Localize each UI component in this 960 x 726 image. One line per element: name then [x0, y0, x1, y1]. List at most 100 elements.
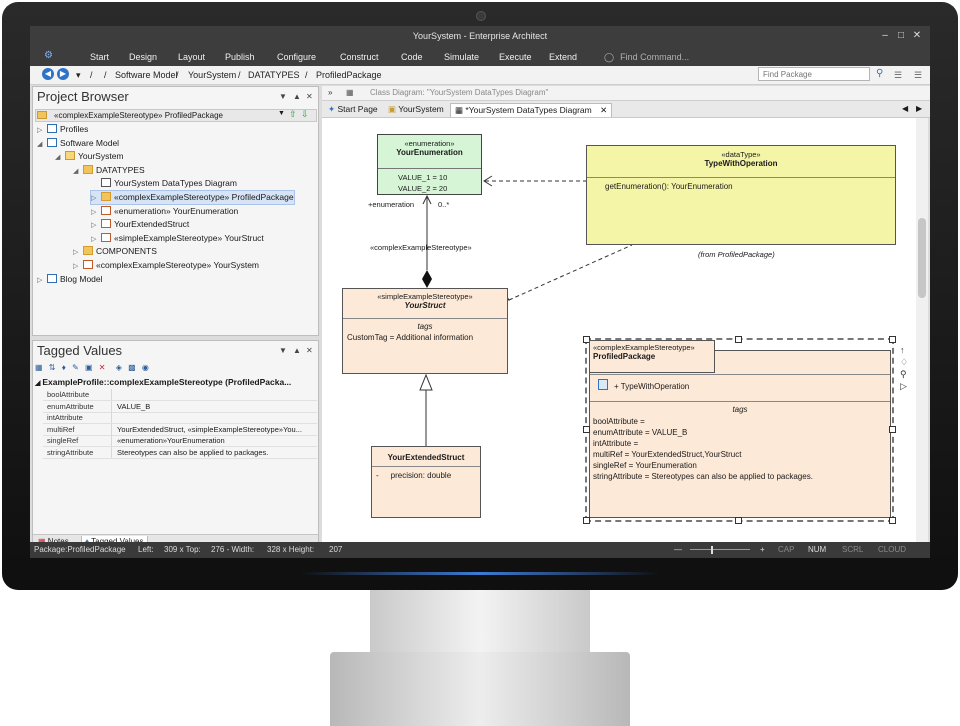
menu-design[interactable]: Design	[129, 52, 158, 62]
resize-handle[interactable]	[583, 336, 590, 343]
contained-element[interactable]: + TypeWithOperation	[598, 379, 689, 391]
tree-item[interactable]: ▷YourExtendedStruct	[91, 218, 189, 231]
chevron-down-icon[interactable]: ▼	[278, 110, 285, 117]
expand-toolbox-icon[interactable]: »	[328, 88, 333, 97]
edit-icon[interactable]: ✎	[72, 363, 79, 372]
forward-arrow-icon[interactable]: ▶	[57, 68, 69, 80]
extended-struct-element[interactable]: YourExtendedStruct -precision: double	[371, 446, 481, 518]
grid-icon[interactable]: ▦	[35, 363, 43, 372]
tagged-value-row[interactable]: intAttribute	[43, 412, 317, 424]
pin-icon[interactable]: ▲	[293, 92, 301, 101]
tagged-values-group-header[interactable]: ◢ ExampleProfile::complexExampleStereoty…	[35, 376, 317, 388]
help-icon[interactable]: ◉	[141, 363, 149, 372]
tree-item[interactable]: ▷«complexExampleStereotype» ProfiledPack…	[90, 190, 295, 205]
search-icon[interactable]: ⚲	[876, 68, 884, 79]
menu-layout[interactable]: Layout	[178, 52, 206, 62]
move-down-icon[interactable]: ⇩	[301, 109, 309, 119]
resize-handle[interactable]	[735, 517, 742, 524]
tree-item[interactable]: ▷«simpleExampleStereotype» YourStruct	[91, 232, 264, 245]
menu-start[interactable]: Start	[90, 52, 110, 62]
menu-extend[interactable]: Extend	[549, 52, 578, 62]
resize-handle[interactable]	[583, 517, 590, 524]
expand-arrow-icon[interactable]: ▷	[73, 249, 79, 257]
properties-icon[interactable]: ▣	[85, 363, 93, 372]
tree-item[interactable]: YourSystem DataTypes Diagram	[91, 177, 237, 190]
panel-dropdown-icon[interactable]: ▼	[279, 92, 287, 101]
tab-datatypes-diagram[interactable]: ▦ *YourSystem DataTypes Diagram ✕	[450, 103, 613, 117]
find-command-box[interactable]: ◯Find Command...	[604, 52, 689, 63]
tab-scroll-left-icon[interactable]: ◀	[902, 104, 909, 113]
collapse-icon[interactable]: ◢	[35, 380, 43, 387]
quick-link-arrow-icon[interactable]: ↑	[900, 345, 905, 355]
expand-arrow-icon[interactable]: ▷	[37, 127, 43, 134]
panel-close-icon[interactable]: ✕	[306, 346, 313, 355]
tree-item[interactable]: ▷«complexExampleStereotype» YourSystem	[73, 259, 259, 272]
package-selector[interactable]: «complexExampleStereotype» ProfiledPacka…	[35, 109, 317, 122]
maximize-button[interactable]: □	[897, 30, 905, 41]
tagged-value-row[interactable]: singleRef«enumeration»YourEnumeration	[43, 435, 317, 447]
tab-notes[interactable]: ▦ Notes	[35, 536, 72, 547]
expand-arrow-icon[interactable]: ▷	[91, 208, 97, 216]
tree-item[interactable]: ◢DATATYPES	[73, 164, 145, 177]
breadcrumb-profiledpackage[interactable]: ProfiledPackage	[316, 70, 382, 80]
expand-arrow-icon[interactable]: ◢	[37, 140, 43, 148]
close-window-button[interactable]: ✕	[912, 30, 922, 41]
zoom-slider-thumb[interactable]	[711, 546, 713, 554]
menu-configure[interactable]: Configure	[277, 52, 317, 62]
resize-handle[interactable]	[889, 517, 896, 524]
tree-item[interactable]: ▷«enumeration» YourEnumeration	[91, 205, 238, 218]
tree-item[interactable]: ▷COMPONENTS	[73, 245, 157, 258]
app-menu-icon[interactable]: ⚙	[44, 50, 53, 61]
scrollbar-thumb[interactable]	[918, 218, 926, 298]
minimize-button[interactable]: –	[882, 30, 888, 41]
pin-icon[interactable]: ▲	[293, 346, 301, 355]
tab-scroll-right-icon[interactable]: ▶	[916, 104, 923, 113]
menu-simulate[interactable]: Simulate	[444, 52, 480, 62]
resize-handle[interactable]	[735, 336, 742, 343]
struct-element[interactable]: «simpleExampleStereotype» YourStruct tag…	[342, 288, 508, 374]
zoom-slider[interactable]	[690, 549, 750, 550]
expand-arrow-icon[interactable]: ▷	[37, 276, 43, 284]
tagged-value-value[interactable]: YourExtendedStruct, «simpleExampleStereo…	[117, 424, 302, 434]
tab-yoursystem[interactable]: ▣ YourSystem	[384, 103, 448, 116]
zoom-icon[interactable]: ⚲	[900, 369, 907, 379]
tagged-value-row[interactable]: boolAttribute	[43, 389, 317, 401]
tagged-value-value[interactable]: VALUE_B	[117, 401, 151, 411]
enumeration-element[interactable]: «enumeration» YourEnumeration VALUE_1 = …	[377, 134, 482, 195]
sort-icon[interactable]: ⇅	[48, 363, 56, 372]
datatype-element[interactable]: «dataType» TypeWithOperation getEnumerat…	[586, 145, 896, 245]
expand-arrow-icon[interactable]: ▷	[91, 222, 97, 230]
menu-execute[interactable]: Execute	[499, 52, 532, 62]
breadcrumb-yoursystem[interactable]: YourSystem	[188, 70, 237, 80]
expand-arrow-icon[interactable]: ◢	[55, 154, 61, 162]
close-tab-icon[interactable]: ✕	[600, 105, 608, 115]
realization-connector[interactable]	[508, 244, 633, 301]
tagged-value-value[interactable]: Stereotypes can also be applied to packa…	[117, 447, 269, 457]
expand-arrow-icon[interactable]: ▷	[91, 195, 97, 202]
delete-icon[interactable]: ✕	[98, 363, 106, 372]
tagged-value-value[interactable]: «enumeration»YourEnumeration	[117, 436, 225, 445]
expand-arrow-icon[interactable]: ▷	[73, 263, 79, 270]
breadcrumb-software-model[interactable]: Software Model	[115, 70, 178, 80]
diagram-canvas[interactable]: «enumeration» YourEnumeration VALUE_1 = …	[322, 118, 916, 544]
link-icon[interactable]: ▷	[900, 381, 907, 391]
zoom-out-icon[interactable]: —	[674, 545, 682, 554]
panel-dropdown-icon[interactable]: ▼	[279, 346, 287, 355]
tree-item[interactable]: ◢Software Model	[37, 137, 119, 150]
resize-handle[interactable]	[889, 426, 896, 433]
tree-item[interactable]: ▷Blog Model	[37, 273, 103, 286]
diagram-vertical-scrollbar[interactable]	[916, 118, 928, 544]
resize-handle[interactable]	[889, 336, 896, 343]
tag-icon[interactable]: ♦	[61, 363, 66, 372]
menu-code[interactable]: Code	[401, 52, 423, 62]
menu-construct[interactable]: Construct	[340, 52, 379, 62]
package-element[interactable]: + TypeWithOperation tags boolAttribute =…	[589, 350, 891, 518]
find-package-input[interactable]	[758, 67, 870, 81]
expand-arrow-icon[interactable]: ◢	[73, 167, 79, 175]
breadcrumb-datatypes[interactable]: DATATYPES	[248, 70, 300, 80]
panel-close-icon[interactable]: ✕	[306, 92, 313, 101]
zoom-in-icon[interactable]: +	[760, 545, 765, 554]
resize-handle[interactable]	[583, 426, 590, 433]
toolbar-options-icon[interactable]: ☰	[894, 70, 903, 80]
